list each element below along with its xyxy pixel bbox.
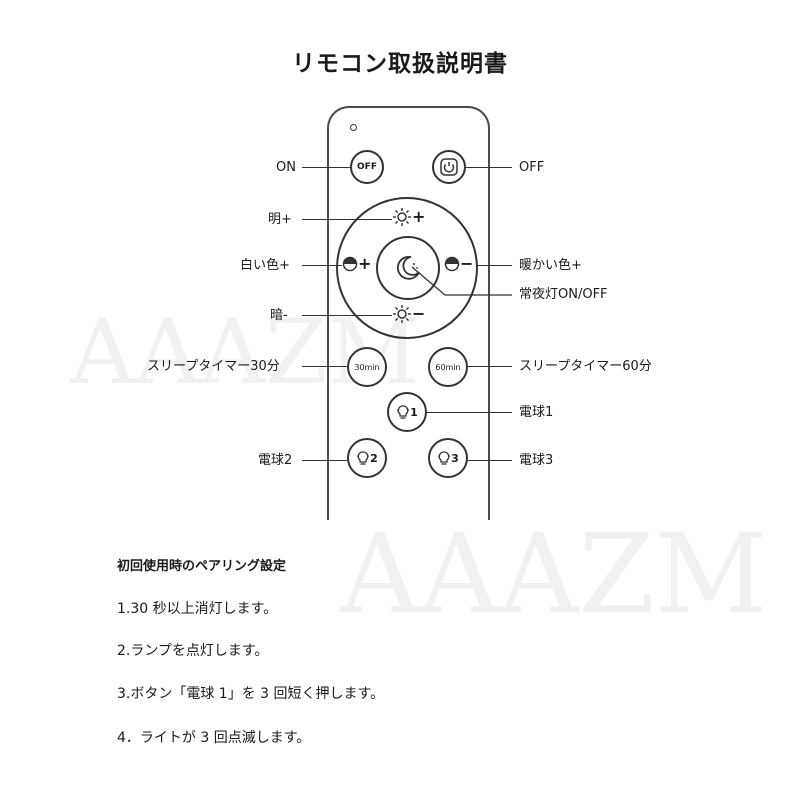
- white-color-up-button[interactable]: +: [342, 256, 371, 272]
- brightness-down-button[interactable]: −: [392, 304, 425, 324]
- half-circle-icon: [342, 256, 358, 272]
- callout-line: [411, 266, 512, 296]
- label-bulb-1: 電球1: [519, 405, 554, 420]
- remote-body: [327, 106, 490, 520]
- brightness-down-sign: −: [412, 304, 426, 323]
- pairing-step: 2.ランプを点灯します。: [117, 643, 269, 659]
- watermark: AAAZM: [340, 510, 768, 638]
- page-title: リモコン取扱説明書: [292, 51, 508, 77]
- pairing-step: 3.ボタン「電球 1」を 3 回短く押します。: [117, 686, 385, 702]
- white-color-up-sign: +: [358, 254, 372, 273]
- power-icon: [440, 158, 458, 176]
- bulb-icon: [397, 405, 410, 419]
- bulb-icon: [438, 451, 451, 465]
- label-night-light: 常夜灯ON/OFF: [519, 287, 608, 302]
- label-bright-plus: 明+: [268, 212, 292, 227]
- sleep-30-button[interactable]: 30min: [347, 347, 387, 387]
- label-dark-minus: 暗-: [270, 308, 288, 323]
- brightness-up-sign: +: [412, 207, 426, 226]
- label-bulb-2: 電球2: [258, 453, 293, 468]
- callout-line: [302, 265, 342, 267]
- dimmer-ring: [336, 197, 478, 339]
- on-button[interactable]: OFF: [350, 150, 384, 184]
- off-button[interactable]: [432, 150, 466, 184]
- bulb-2-button[interactable]: 2: [347, 438, 387, 478]
- bulb-3-face-text: 3: [451, 451, 459, 465]
- bulb-icon: [357, 451, 370, 465]
- callout-line: [302, 315, 392, 317]
- warm-color-button[interactable]: −: [444, 256, 473, 272]
- sleep-30-face-text: 30min: [354, 362, 380, 372]
- bulb-2-face-text: 2: [370, 451, 378, 465]
- callout-line: [468, 460, 512, 462]
- sleep-60-face-text: 60min: [435, 362, 461, 372]
- callout-line: [302, 219, 392, 221]
- brightness-up-button[interactable]: +: [392, 207, 425, 227]
- callout-line: [468, 366, 512, 368]
- callout-line: [302, 460, 347, 462]
- callout-line: [302, 167, 350, 169]
- pairing-step: 1.30 秒以上消灯します。: [117, 601, 278, 617]
- sleep-60-button[interactable]: 60min: [428, 347, 468, 387]
- bulb-3-button[interactable]: 3: [428, 438, 468, 478]
- on-button-face-text: OFF: [357, 162, 377, 172]
- pairing-title: 初回使用時のペアリング設定: [117, 559, 287, 574]
- sun-icon: [393, 208, 411, 226]
- callout-line: [427, 412, 512, 414]
- label-warm-plus: 暖かい色+: [519, 258, 582, 273]
- callout-line: [466, 167, 512, 169]
- half-circle-icon: [444, 256, 460, 272]
- warm-color-sign: −: [460, 254, 474, 273]
- label-white-plus: 白い色+: [240, 258, 290, 273]
- label-off: OFF: [519, 160, 545, 175]
- label-sleep-60: スリープタイマー60分: [519, 359, 652, 374]
- callout-line: [476, 265, 512, 267]
- night-light-button[interactable]: [376, 236, 440, 300]
- label-sleep-30: スリープタイマー30分: [147, 359, 280, 374]
- label-on: ON: [276, 160, 296, 175]
- callout-line: [302, 366, 347, 368]
- label-bulb-3: 電球3: [519, 453, 554, 468]
- sun-icon: [393, 305, 411, 323]
- moon-icon: [396, 255, 420, 280]
- led-indicator: [350, 124, 357, 131]
- bulb-1-button[interactable]: 1: [387, 392, 427, 432]
- pairing-step: 4．ライトが 3 回点滅します。: [117, 730, 311, 746]
- bulb-1-face-text: 1: [410, 405, 418, 419]
